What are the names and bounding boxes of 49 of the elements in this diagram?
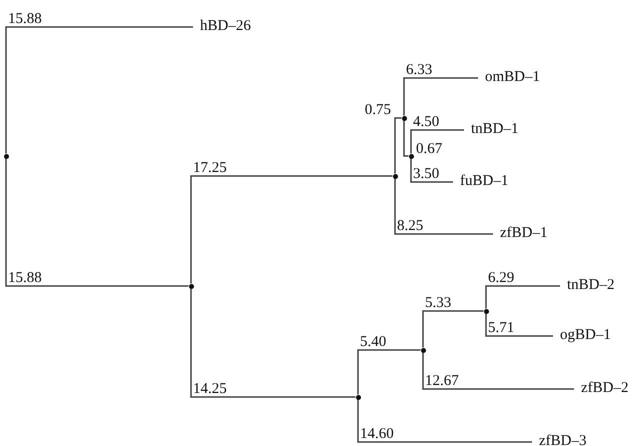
branch-length: 5.71 xyxy=(487,322,516,335)
branch-line xyxy=(485,314,553,337)
leaf-label: hBD–26 xyxy=(193,18,251,34)
branch-length: 14.60 xyxy=(359,428,395,441)
branch-line xyxy=(190,175,392,284)
branch-length: 3.50 xyxy=(412,168,440,181)
leaf-label: zfBD–1 xyxy=(493,225,548,241)
branch-length: 15.88 xyxy=(7,13,43,26)
branch-length: 0.67 xyxy=(415,143,444,156)
branch-line xyxy=(394,178,493,235)
branch-line xyxy=(5,26,193,154)
branch-line xyxy=(5,158,188,287)
branch-point xyxy=(402,116,406,120)
branch-length: 0.75 xyxy=(364,104,392,117)
branch-length: 5.40 xyxy=(359,336,388,349)
branch-length: 8.25 xyxy=(396,220,424,233)
branch-line xyxy=(403,77,478,116)
branch-line xyxy=(410,129,464,154)
branch-point xyxy=(484,308,488,314)
branch-length: 6.29 xyxy=(487,272,516,285)
branch-length: 5.33 xyxy=(424,297,452,310)
branch-point xyxy=(392,174,398,178)
branch-line xyxy=(422,352,574,390)
leaf-label: zfBD–3 xyxy=(532,433,586,446)
branch-line xyxy=(357,349,420,394)
branch-point xyxy=(4,154,8,158)
branch-line xyxy=(485,285,560,308)
branch-length: 4.50 xyxy=(412,116,440,129)
leaf-label: ogBD–1 xyxy=(553,327,611,343)
leaf-label: omBD–1 xyxy=(478,69,540,85)
branch-point xyxy=(356,394,360,400)
leaf-label: tnBD–2 xyxy=(560,277,615,293)
branch-line xyxy=(394,117,402,174)
leaf-label: fuBD–1 xyxy=(453,173,508,189)
branch-length: 14.25 xyxy=(192,383,228,396)
branch-length: 15.88 xyxy=(7,272,43,285)
branch-line xyxy=(403,120,408,157)
branch-line xyxy=(422,310,484,348)
branch-length: 6.33 xyxy=(405,64,434,77)
branch-line xyxy=(410,158,453,183)
branch-point xyxy=(408,154,414,158)
leaf-label: zfBD–2 xyxy=(574,380,628,396)
branch-point xyxy=(420,348,426,352)
branch-length: 17.25 xyxy=(192,162,228,175)
leaf-label: tnBD–1 xyxy=(464,121,519,137)
branch-line xyxy=(357,400,532,443)
branch-line xyxy=(190,288,356,398)
branch-point xyxy=(188,284,194,288)
branch-length: 12.67 xyxy=(424,375,460,388)
